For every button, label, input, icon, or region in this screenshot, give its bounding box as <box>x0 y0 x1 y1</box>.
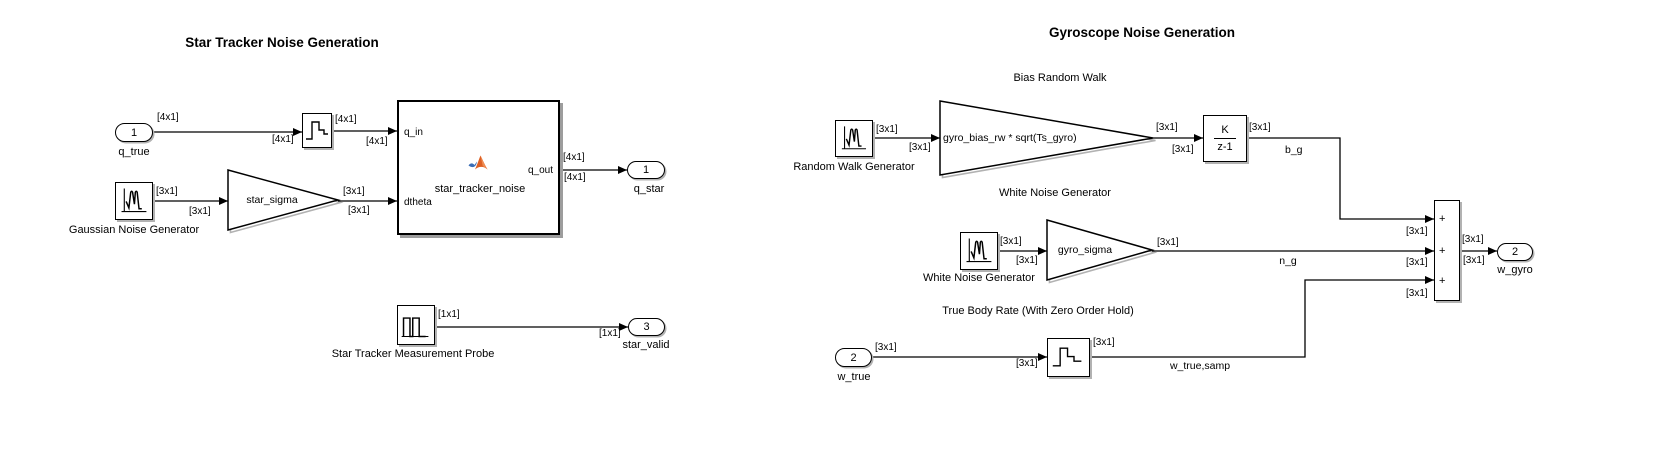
bias-gain-label: gyro_bias_rw * sqrt(Ts_gyro) <box>943 132 1077 144</box>
inport-q-true[interactable]: 1 <box>115 123 153 142</box>
signal-dim: [3x1] <box>343 186 365 197</box>
signal-dim: [3x1] <box>1406 226 1428 237</box>
sum-plus-sign: + <box>1439 245 1446 257</box>
signal-dim: [3x1] <box>1463 255 1485 266</box>
signal-dim: [3x1] <box>875 342 897 353</box>
true-body-rate-annotation: True Body Rate (With Zero Order Hold) <box>942 305 1134 317</box>
signal-dim: [3x1] <box>348 205 370 216</box>
star-tracker-title: Star Tracker Noise Generation <box>185 35 379 50</box>
zero-order-hold-block-2[interactable] <box>1047 338 1090 377</box>
signal-name-b-g: b_g <box>1285 144 1303 156</box>
signal-dim: [4x1] <box>564 172 586 183</box>
gyroscope-title: Gyroscope Noise Generation <box>1048 25 1236 40</box>
signal-dim: [3x1] <box>189 206 211 217</box>
noise-signal-icon <box>841 126 867 150</box>
wire-bg-to-sum1[interactable] <box>1247 137 1434 223</box>
gaussian-noise-generator-block[interactable] <box>115 182 153 220</box>
matlab-logo-icon <box>468 155 488 170</box>
integrator-denominator: z-1 <box>1217 141 1233 153</box>
white-noise-generator-label: White Noise Generator <box>923 272 1035 284</box>
sum-block[interactable]: + + + <box>1434 200 1460 301</box>
bias-random-walk-annotation: Bias Random Walk <box>1013 72 1107 84</box>
fraction-line <box>1214 138 1236 139</box>
random-walk-generator-block[interactable] <box>835 120 873 157</box>
inport-w-true-label: w_true <box>837 371 871 383</box>
signal-dim: [3x1] <box>1016 358 1038 369</box>
signal-dim: [3x1] <box>1157 237 1179 248</box>
probe-label: Star Tracker Measurement Probe <box>331 348 495 360</box>
signal-dim: [3x1] <box>156 186 178 197</box>
signal-dim: [4x1] <box>563 152 585 163</box>
signal-dim: [3x1] <box>1093 337 1115 348</box>
signal-dim: [3x1] <box>1462 234 1484 245</box>
pulse-icon <box>401 317 429 338</box>
signal-name-w-true-samp: w_true,samp <box>1169 360 1231 372</box>
gyro-sigma-gain-block[interactable] <box>1046 219 1155 281</box>
discrete-integrator-block[interactable]: K z-1 <box>1203 115 1247 162</box>
inport-w-true[interactable]: 2 <box>835 348 872 367</box>
port-label-dtheta: dtheta <box>404 197 432 208</box>
signal-dim: [4x1] <box>335 114 357 125</box>
signal-dim: [1x1] <box>438 309 460 320</box>
star-tracker-noise-matlab-function-block[interactable]: star_tracker_noise q_in dtheta q_out <box>397 100 560 235</box>
gyro-sigma-gain-label: gyro_sigma <box>1057 244 1113 256</box>
signal-dim: [4x1] <box>366 136 388 147</box>
port-label-q-in: q_in <box>404 127 423 138</box>
signal-dim: [3x1] <box>1016 255 1038 266</box>
signal-dim: [3x1] <box>1406 288 1428 299</box>
white-noise-generator-block[interactable] <box>960 232 998 270</box>
matlab-function-name: star_tracker_noise <box>434 183 526 195</box>
signal-dim: [1x1] <box>599 328 621 339</box>
port-label-q-out: q_out <box>527 165 553 176</box>
outport-star-valid-label: star_valid <box>622 339 670 351</box>
outport-star-valid[interactable]: 3 <box>628 318 665 336</box>
signal-dim: [3x1] <box>1172 144 1194 155</box>
star-sigma-gain-block[interactable] <box>227 169 341 231</box>
zero-order-hold-block[interactable] <box>302 113 332 148</box>
zoh-icon <box>306 121 328 140</box>
outport-w-gyro-label: w_gyro <box>1497 264 1533 276</box>
star-tracker-measurement-probe-block[interactable] <box>397 305 435 345</box>
zoh-icon <box>1052 347 1082 367</box>
wire-wtruesamp-to-sum3[interactable] <box>1090 276 1434 358</box>
inport-q-true-label: q_true <box>118 146 150 158</box>
signal-dim: [4x1] <box>272 134 294 145</box>
white-noise-annotation: White Noise Generator <box>999 187 1111 199</box>
outport-q-star-label: q_star <box>633 183 665 195</box>
signal-name-n-g: n_g <box>1279 255 1297 267</box>
outport-q-star[interactable]: 1 <box>627 161 665 179</box>
signal-dim: [3x1] <box>909 142 931 153</box>
random-walk-generator-label: Random Walk Generator <box>793 161 915 173</box>
gaussian-noise-generator-label: Gaussian Noise Generator <box>68 224 200 236</box>
sum-plus-sign: + <box>1439 213 1446 225</box>
outport-w-gyro[interactable]: 2 <box>1497 243 1533 261</box>
integrator-numerator: K <box>1221 124 1229 136</box>
signal-dim: [4x1] <box>157 112 179 123</box>
signal-dim: [3x1] <box>1249 122 1271 133</box>
signal-dim: [3x1] <box>1156 122 1178 133</box>
sum-plus-sign: + <box>1439 275 1446 287</box>
noise-signal-icon <box>121 188 147 213</box>
signal-dim: [3x1] <box>1000 236 1022 247</box>
star-sigma-gain-label: star_sigma <box>246 194 298 206</box>
signal-dim: [3x1] <box>876 124 898 135</box>
signal-dim: [3x1] <box>1406 257 1428 268</box>
noise-signal-icon <box>966 238 992 263</box>
